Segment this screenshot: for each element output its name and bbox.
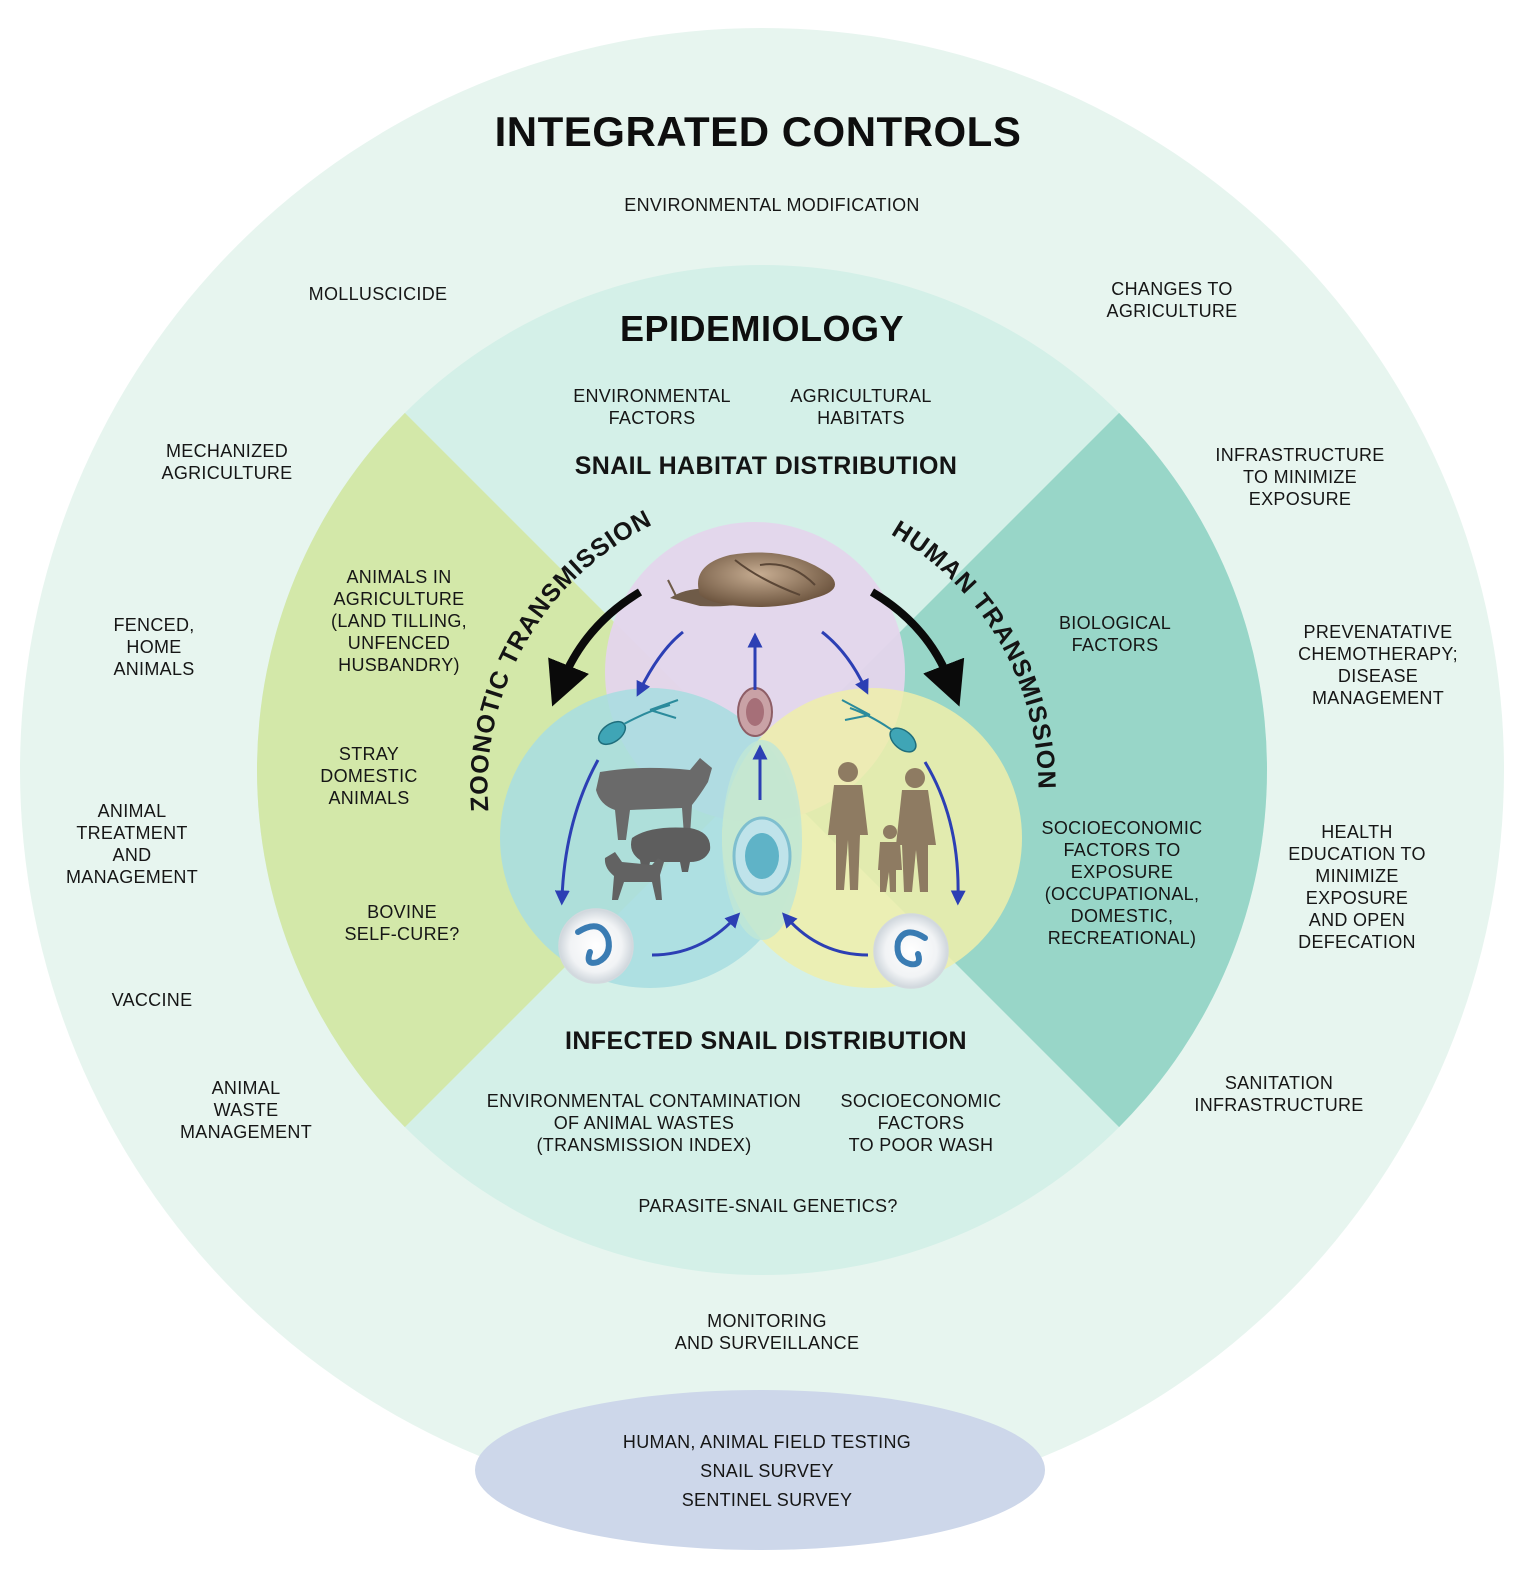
- cercaria-icon-right: [841, 699, 917, 753]
- epidemiology-title: EPIDEMIOLOGY: [619, 308, 905, 349]
- pig-icon: [631, 827, 711, 872]
- integrated-controls-title: INTEGRATED CONTROLS: [494, 108, 1022, 155]
- vaccine-label: VACCINE: [111, 990, 193, 1010]
- fenced-home-animals-label: FENCED, HOME ANIMALS: [113, 615, 195, 679]
- environmental-contamination-label: ENVIRONMENTAL CONTAMINATION OF ANIMAL WA…: [486, 1091, 802, 1155]
- snail-icon: [667, 552, 835, 607]
- biological-factors-label: BIOLOGICAL FACTORS: [1058, 613, 1172, 655]
- lifecycle-arrows: [554, 630, 966, 957]
- dog-icon: [604, 852, 664, 900]
- sanitation-label: SANITATION INFRASTRUCTURE: [1194, 1073, 1364, 1115]
- infected-snail-distribution-title: INFECTED SNAIL DISTRIBUTION: [564, 1027, 968, 1055]
- animals-in-agriculture-label: ANIMALS IN AGRICULTURE (LAND TILLING, UN…: [331, 567, 467, 675]
- socioeconomic-wash-label: SOCIOECONOMIC FACTORS TO POOR WASH: [840, 1091, 1002, 1155]
- agricultural-habitats-label: AGRICULTURAL HABITATS: [790, 386, 932, 428]
- worm-icon-left: [558, 908, 634, 984]
- monitoring-label: MONITORING AND SURVEILLANCE: [674, 1311, 860, 1353]
- worm-icon-right: [873, 913, 949, 989]
- surveillance-line-3: SENTINEL SURVEY: [681, 1490, 853, 1510]
- snail-habitat-distribution-title: SNAIL HABITAT DISTRIBUTION: [574, 452, 958, 480]
- animal-treatment-label: ANIMAL TREATMENT AND MANAGEMENT: [65, 801, 199, 887]
- chemotherapy-label: PREVENATATIVE CHEMOTHERAPY; DISEASE MANA…: [1298, 622, 1458, 708]
- infrastructure-label: INFRASTRUCTURE TO MINIMIZE EXPOSURE: [1215, 445, 1385, 509]
- bovine-self-cure-label: BOVINE SELF-CURE?: [344, 902, 460, 944]
- mechanized-agriculture-label: MECHANIZED AGRICULTURE: [161, 441, 293, 483]
- human-family-icon: [828, 762, 936, 892]
- stray-domestic-label: STRAY DOMESTIC ANIMALS: [320, 744, 418, 808]
- environmental-modification-label: ENVIRONMENTAL MODIFICATION: [624, 195, 920, 215]
- environmental-factors-label: ENVIRONMENTAL FACTORS: [573, 386, 731, 428]
- surveillance-line-2: SNAIL SURVEY: [700, 1461, 834, 1481]
- animal-waste-label: ANIMAL WASTE MANAGEMENT: [179, 1078, 313, 1142]
- socioeconomic-exposure-label: SOCIOECONOMIC FACTORS TO EXPOSURE (OCCUP…: [1041, 818, 1203, 948]
- parasite-snail-genetics-label: PARASITE-SNAIL GENETICS?: [638, 1196, 898, 1216]
- changes-to-agriculture-label: CHANGES TO AGRICULTURE: [1106, 279, 1238, 321]
- surveillance-ellipse: [475, 1390, 1045, 1550]
- transmission-arrows: [548, 588, 965, 707]
- egg-icon: [737, 687, 773, 737]
- cercaria-icon-left: [597, 699, 679, 746]
- schistosome-egg-icon: [732, 816, 792, 896]
- surveillance-line-1: HUMAN, ANIMAL FIELD TESTING: [622, 1432, 912, 1452]
- health-education-label: HEALTH EDUCATION TO MINIMIZE EXPOSURE AN…: [1288, 822, 1426, 952]
- molluscicide-label: MOLLUSCICIDE: [308, 284, 448, 304]
- cattle-icon: [596, 758, 712, 840]
